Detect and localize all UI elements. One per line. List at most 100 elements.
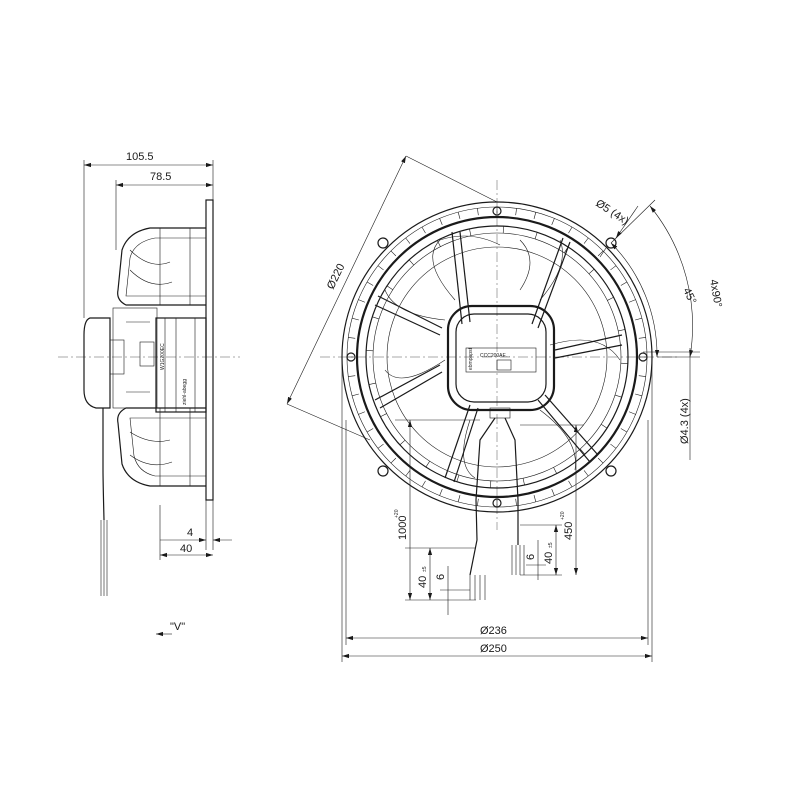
flange-rib	[439, 488, 443, 496]
slot-top	[492, 206, 502, 216]
side-sticker-text-1: W1G200EC	[160, 343, 166, 370]
mount-hole-bl	[377, 465, 389, 477]
motor-body-side	[155, 317, 207, 413]
flange-rib	[628, 299, 636, 303]
guard-rib	[372, 316, 380, 320]
side-view: W1G200EC ziehl-abegg 105.5 78.5 4 40 "V"	[58, 151, 240, 637]
guard-rib	[380, 413, 387, 418]
flange-rib	[390, 457, 397, 464]
dim-6-right: 6	[525, 554, 537, 560]
flange-rib	[628, 411, 636, 415]
flange-rib	[635, 393, 642, 397]
dim-d5: Ø5 (4x)	[593, 197, 630, 227]
fan-housing-side	[112, 227, 207, 487]
guard-rib	[534, 232, 538, 240]
dim-4x90: 4x90°	[707, 278, 724, 308]
flange-rib	[377, 265, 384, 271]
flange-rib	[352, 393, 359, 397]
guard-rib	[522, 478, 525, 486]
flange-rib	[597, 457, 604, 464]
flange-rib	[358, 299, 366, 303]
mount-hole-tl	[377, 237, 389, 249]
guard-rib	[600, 424, 608, 429]
dim-450: 450	[563, 522, 575, 540]
hub-label-text-2: ebmpapst	[468, 347, 474, 370]
flange-rib	[439, 218, 443, 226]
side-sticker-text-2: ziehl-abegg	[182, 379, 188, 405]
flange-rib	[358, 411, 366, 415]
dim-450-tol: +20	[560, 511, 566, 520]
flange-rib	[583, 470, 589, 477]
dim-40-right: 40	[543, 552, 555, 564]
guard-rib	[553, 467, 558, 474]
flange-rib	[533, 212, 537, 219]
dim-1000-tol: +20	[394, 509, 400, 518]
flange-rib	[533, 495, 537, 502]
dim-4: 4	[187, 527, 193, 539]
dim-1000: 1000	[397, 516, 409, 540]
guard-rib	[588, 268, 595, 275]
guard-rib	[579, 448, 586, 455]
flange-rib	[477, 208, 479, 216]
guard-rib	[425, 460, 430, 468]
flange-rib	[583, 237, 589, 244]
flange-rib	[620, 428, 628, 433]
hub-label-text-1: CCC200AE...	[480, 353, 510, 359]
flange-rib	[457, 495, 461, 502]
flange-rib	[515, 498, 517, 506]
rotor-cap	[83, 317, 111, 409]
mount-hole-br	[605, 465, 617, 477]
flange-rib	[390, 250, 397, 257]
dim-line-d5	[615, 205, 639, 239]
dim-78-5: 78.5	[150, 171, 171, 183]
flange-rib	[352, 317, 359, 321]
flange-rib	[377, 443, 384, 449]
dim-d220: Ø220	[325, 262, 348, 291]
dim-line-d220	[286, 155, 407, 405]
guard-rib	[469, 228, 472, 236]
dim-d4-3: Ø4.3 (4x)	[679, 398, 691, 444]
cables-front	[469, 417, 525, 600]
flange-rib	[405, 237, 411, 244]
dim-d236: Ø236	[480, 625, 507, 637]
dim-40: 40	[180, 543, 192, 555]
guard-rib	[408, 259, 415, 266]
flange-rib	[597, 250, 604, 257]
flange-rib	[477, 498, 479, 506]
guard-rib	[618, 329, 626, 332]
cable-side	[102, 408, 105, 521]
dim-40-left: 40	[417, 576, 429, 588]
mounting-flange	[205, 199, 214, 501]
flange-rib	[405, 470, 411, 477]
flange-rib	[551, 218, 555, 226]
view-v-label: "V"	[170, 621, 185, 633]
flange-rib	[638, 375, 646, 377]
slot-bottom	[492, 498, 502, 508]
flange-rib	[568, 226, 573, 234]
flange-rib	[366, 428, 374, 433]
flange-rib	[610, 265, 617, 271]
motor-hub	[446, 304, 556, 412]
guard-rib	[399, 439, 406, 446]
flange-rib	[638, 337, 646, 339]
flange-rib	[610, 443, 617, 449]
flange-rib	[515, 208, 517, 216]
flange-rib	[366, 281, 374, 286]
dim-45: 45°	[680, 286, 698, 306]
guard-rib	[436, 240, 441, 247]
guard-rib	[614, 394, 622, 398]
guard-rib	[607, 296, 614, 301]
flange-rib	[348, 337, 356, 339]
guard-rib	[386, 285, 394, 290]
flange-rib	[568, 480, 573, 488]
dim-105-5: 105.5	[126, 151, 154, 163]
flange-rib	[620, 281, 628, 286]
flange-rib	[551, 488, 555, 496]
flange-rib	[421, 480, 426, 488]
guard-rib	[368, 382, 376, 385]
dim-arc-90	[649, 205, 694, 358]
dim-40-right-tol: ±5	[548, 542, 554, 548]
flange-rib	[635, 317, 642, 321]
dim-40-left-tol: ±5	[422, 566, 428, 572]
